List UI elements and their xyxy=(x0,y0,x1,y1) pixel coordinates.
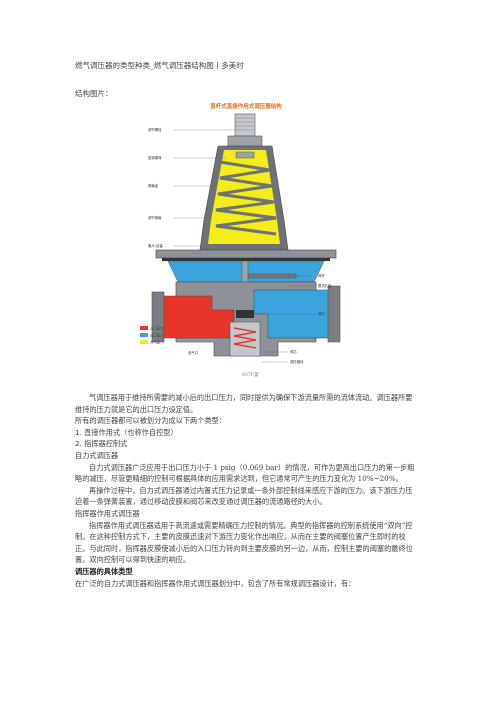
callout-body: 调压器体 xyxy=(290,359,304,364)
callout-lock-nut: 锁紧螺母 xyxy=(148,155,162,160)
subheading-pilot: 指挥器作用式调压器 xyxy=(75,508,140,518)
body-content: 气调压器用于维持所需要的减小后的出口压力，同时提供为确保下游流量所需的流体流动。… xyxy=(75,392,419,589)
bottom-callouts: 进气口 xyxy=(188,350,198,355)
paragraph-self-operated: 自力式调压器广泛应用于出口压力小于 1 psig（0.069 bar）的情况，可… xyxy=(75,462,415,484)
callout-orifice: 限流孔板 xyxy=(318,283,332,288)
valve-disk xyxy=(236,310,254,318)
paragraph-pilot: 指挥器作用式调压器适用于高流速或需要精确压力控制的情况。典型的指挥器的控制系统使… xyxy=(75,520,413,565)
lock-nut xyxy=(227,135,263,147)
section-heading: 调压器的具体类型 xyxy=(75,566,133,576)
paragraph-operation: 再操作过程中，自力式调压器通过内置式压力记录或一条外部控制线来感应下游的压力。该… xyxy=(75,485,413,507)
subheading-self-operated: 自力式调压器 xyxy=(75,450,119,460)
list-item-pilot: 2. 指挥器控制式 xyxy=(75,439,128,449)
callout-valve-disk: 阀芯 xyxy=(290,349,297,354)
figure-caption: 937F型 xyxy=(242,373,259,378)
legend-swatch-outlet xyxy=(140,333,148,337)
paragraph-intro: 气调压器用于维持所需要的减小后的出口压力，同时提供为确保下游流量所需的流体流动。… xyxy=(75,393,413,414)
callout-stem: 阀杆 xyxy=(318,273,325,278)
paragraph-types: 所有的调压器都可以被划分为成以下两个类型： xyxy=(75,416,226,426)
diagram-title: 直杆式直接作用式调压器结构 xyxy=(210,102,282,110)
legend-atmosphere: 大气压 xyxy=(150,340,161,345)
structure-label: 结构图片： xyxy=(75,89,113,98)
legend-outlet: 出口压力 xyxy=(150,333,164,338)
callout-adjusting-screw: 调节螺栓 xyxy=(148,127,162,132)
diaphragm-flange xyxy=(155,249,337,259)
diagram-legend: 入口压力 出口压力 大气压 xyxy=(140,326,164,345)
callout-inlet: 进气口 xyxy=(188,350,198,355)
diaphragm xyxy=(162,258,330,261)
legend-swatch-atmosphere xyxy=(140,340,148,344)
legend-inlet: 入口压力 xyxy=(150,326,164,331)
regulator-diagram: 直杆式直接作用式调压器结构 xyxy=(140,102,341,364)
bottom-plug xyxy=(229,321,261,357)
adjusting-spring xyxy=(215,160,277,236)
callout-valve-port: 阀口 xyxy=(318,311,325,316)
left-callouts: 调节螺栓 锁紧螺母 弹簧盒 调节弹簧 膜片/活塞 xyxy=(148,127,234,248)
legend-swatch-inlet xyxy=(140,326,148,330)
right-callouts: 阀杆 限流孔板 阀口 阀芯 调压器体 xyxy=(258,273,332,364)
callout-spring-case: 弹簧盒 xyxy=(148,183,159,188)
callout-diaphragm-piston: 膜片/活塞 xyxy=(148,243,163,248)
paragraph-types-detail: 在广泛的自力式调压器和指挥器作用式调压器划分中，包含了所有常规调压器设计，有： xyxy=(75,578,356,588)
adjusting-screw xyxy=(234,113,256,137)
list-item-direct: 1. 直接作用式（也称作自控型） xyxy=(75,427,178,437)
callout-spring: 调节弹簧 xyxy=(148,215,162,220)
document-title: 燃气调压器的类型种类_燃气调压器结构图丨多美时 xyxy=(75,61,244,70)
